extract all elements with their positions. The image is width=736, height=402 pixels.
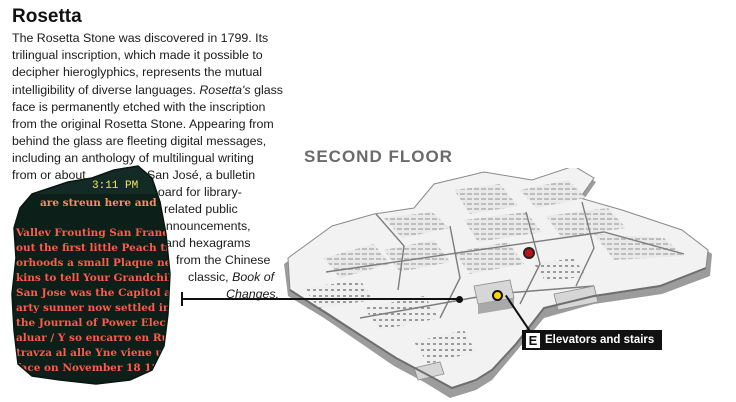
body-line-4: intelligibility of diverse languages. Ro… [12,82,283,99]
stone-line-3: out the first little Peach tr [16,242,171,254]
second-floor-plan [284,168,712,398]
body-line-3: decipher hieroglyphics, represents the m… [12,65,263,79]
body-line-5: face is permanently etched with the insc… [12,100,266,114]
stone-line-4: orhoods a small Plaque near [16,257,180,269]
stone-line-6: San Jose was the Capitol at t [16,287,180,299]
stone-line-5: kins to tell Your Grandchildr [16,272,180,284]
pointer-line [181,298,460,300]
wrap-classic: classic, Book of [188,269,274,286]
wrap-related: related public [164,202,238,216]
wrap-changes: Changes. [226,286,279,303]
body-line-1: The Rosetta Stone was discovered in 1799… [12,31,269,45]
wrap-announcements: announcements, [159,219,251,233]
stone-line-8: the Journal of Power Electr [16,317,177,329]
elevator-letter-icon: E [526,332,540,348]
red-location-marker [523,247,535,259]
rosetta-location-marker [456,296,463,303]
rosetta-stone-screen: 3:11 PM are streun here and Vallev Frout… [11,165,180,385]
article-title: Rosetta [12,6,82,27]
wrap-san-jose: San José, a bulletin [147,168,256,182]
book-of-italic: Book of [232,270,275,284]
wrap-from-or-about: from or about [12,168,86,182]
stone-line-10: travza al alle Yne viene up [16,347,170,359]
stone-line-7: arty sunner now settled in t [16,302,179,314]
wrap-chinese: from the Chinese [176,253,271,267]
floor-label: SECOND FLOOR [304,147,453,166]
wrap-board: board for library- [151,185,242,199]
rosetta-italic: Rosetta's [199,83,251,97]
glass-word: glass [254,83,284,97]
body-line-4-text: intelligibility of diverse languages. [12,83,196,97]
body-line-6: from the original Rosetta Stone. Appeari… [12,117,274,131]
stone-line-9: aluar / Y so encarro en Ruo [16,332,176,344]
stone-line-11: face on November 18 1866 [16,362,174,374]
wrap-hexagrams: and hexagrams [165,236,251,250]
stone-line-1: are streun here and [40,197,157,209]
changes-italic: Changes. [226,287,280,301]
stone-time: 3:11 PM [92,180,138,192]
elevators-legend: E Elevators and stairs [522,330,663,350]
body-line-7: behind the glass are fleeting digital me… [12,134,267,148]
elevator-location-marker [492,290,503,301]
wrap-classic-text: classic, [188,270,229,284]
body-line-8: including an anthology of multilingual w… [12,151,254,165]
elevators-legend-text: Elevators and stairs [545,334,655,346]
stone-line-2: Vallev Frouting San Francis [15,227,179,239]
body-line-2: trilingual inscription, which made it po… [12,48,263,62]
